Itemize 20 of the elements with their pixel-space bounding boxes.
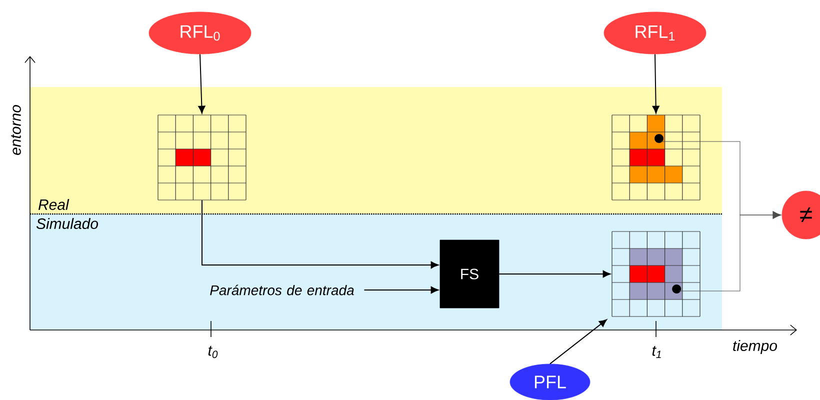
axis-label: entorno (11, 105, 21, 155)
tick-label: t$_{0}$ (208, 346, 218, 358)
input-text: Parámetros de entrada (210, 284, 354, 296)
process-box: FS (440, 240, 500, 308)
band: Real (30, 87, 722, 214)
arrow (202, 200, 439, 269)
tick-label: t$_{1}$ (652, 346, 661, 358)
ellipse-label: PFL (510, 364, 590, 400)
grid-drawing (612, 231, 700, 317)
arrow (678, 211, 782, 292)
arrow (652, 54, 660, 114)
grid-drawing (158, 114, 246, 200)
arrow (364, 286, 439, 294)
ellipse-label: RFL$_{1}$ (604, 12, 706, 54)
ellipse-label: RFL$_{0}$ (148, 12, 252, 54)
arrow (550, 319, 607, 364)
axis-label: tiempo (733, 340, 778, 354)
arrow (198, 54, 206, 114)
arrow (498, 270, 611, 278)
grid-drawing (612, 114, 700, 200)
